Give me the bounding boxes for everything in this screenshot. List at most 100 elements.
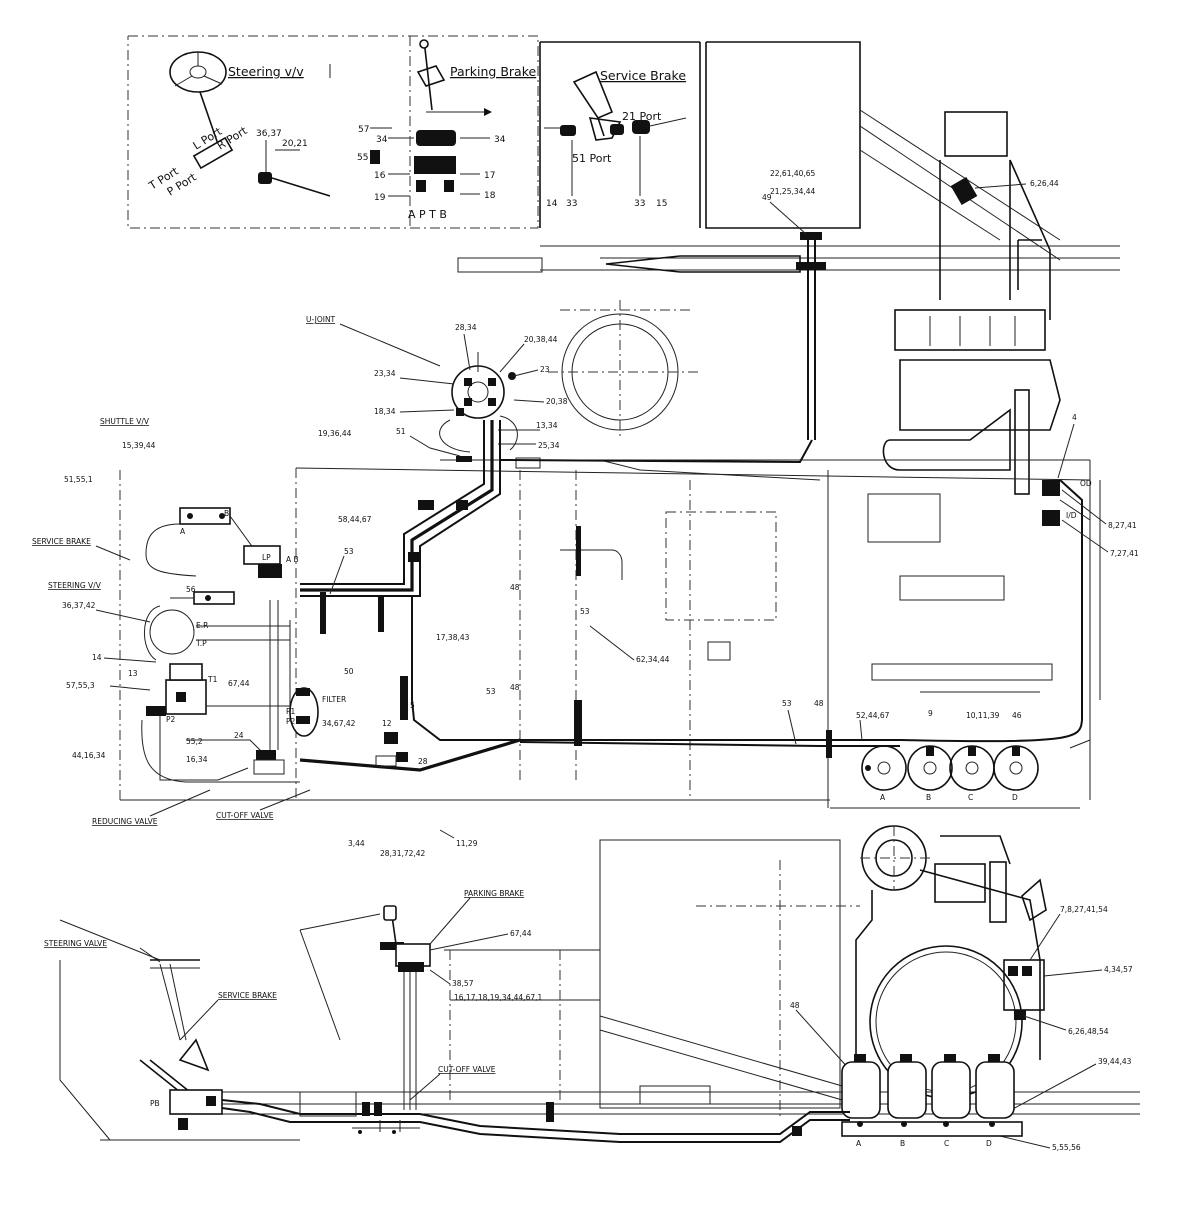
label-7-8-27-41-54: 7,8,27,41,54 — [1060, 905, 1108, 914]
box-note-2: 21,25,34,44 — [770, 187, 816, 196]
plan-view: 6,26,44 49 — [32, 109, 1139, 858]
label-48-b: 48 — [510, 683, 520, 692]
steering-wheel-icon — [169, 51, 227, 151]
label-34-right: 34 — [494, 135, 506, 145]
u-joint-label: U-JOINT — [306, 315, 336, 324]
label-28-34: 28,34 — [455, 323, 477, 332]
side-tank-d — [975, 1054, 1015, 1119]
side-label-67-44: 67,44 — [510, 929, 532, 938]
label-p2: P2 — [166, 715, 176, 724]
label-5: 5 — [410, 701, 415, 710]
label-15-39-44: 15,39,44 — [122, 441, 156, 450]
label-id: I/D — [1066, 511, 1077, 520]
label-53-c: 53 — [486, 687, 496, 696]
plan-tank-a — [861, 745, 907, 791]
label-18-34: 18,34 — [374, 407, 396, 416]
parking-brake-lever-icon — [416, 39, 492, 116]
shuttle-port-b: B — [224, 509, 229, 518]
side-tank-b-label: B — [900, 1139, 905, 1148]
side-tank-a-label: A — [856, 1139, 862, 1148]
label-44-16-34: 44,16,34 — [72, 751, 106, 760]
label-28-31-72-42: 28,31,72,42 — [380, 849, 426, 858]
label-19: 19 — [374, 193, 386, 203]
label-t1: T1 — [207, 675, 218, 684]
label-19-36-44: 19,36,44 — [318, 429, 352, 438]
port-21-label: 21 Port — [622, 110, 662, 123]
label-16: 16 — [374, 171, 386, 181]
label-11-29: 11,29 — [456, 839, 478, 848]
label-57-55-3: 57,55,3 — [66, 681, 95, 690]
label-od: OD — [1080, 479, 1092, 488]
label-4-34-57: 4,34,57 — [1104, 965, 1133, 974]
side-label-38-57: 38,57 — [452, 979, 474, 988]
plan-cutoff-valve-label: CUT-OFF VALVE — [216, 811, 274, 820]
label-33-left: 33 — [566, 199, 577, 209]
label-49-top: 49 — [762, 193, 772, 202]
label-51-55-1: 51,55,1 — [64, 475, 93, 484]
label-8-27-41: 8,27,41 — [1108, 521, 1137, 530]
plan-tank-a-label: A — [880, 793, 886, 802]
port-51-label: 51 Port — [572, 152, 612, 165]
label-pb: PB — [150, 1099, 160, 1108]
inset-service-brake-label: Service Brake — [600, 68, 686, 83]
label-51: 51 — [396, 427, 406, 436]
filter-icon — [289, 687, 319, 737]
lp-label: LP — [262, 553, 271, 562]
inset-parking-brake-label: Parking Brake — [450, 64, 536, 79]
label-57: 57 — [358, 125, 369, 135]
label-14: 14 — [546, 199, 558, 209]
label-9: 9 — [928, 709, 933, 718]
label-ab: A B — [286, 555, 299, 564]
turntable-circle — [548, 300, 700, 440]
shuttle-vv-label: SHUTTLE V/V — [100, 417, 150, 426]
filter-label: FILTER — [322, 695, 346, 704]
label-5-55-56: 5,55,56 — [1052, 1143, 1081, 1152]
label-13-left: 13 — [128, 669, 138, 678]
label-53-d: 53 — [782, 699, 792, 708]
label-p2b: P2 — [286, 717, 296, 726]
label-34-left: 34 — [376, 135, 388, 145]
r-port-label: R Port — [215, 124, 250, 153]
label-17-38-43: 17,38,43 — [436, 633, 470, 642]
label-6-26-48-54: 6,26,48,54 — [1068, 1027, 1109, 1036]
label-p1: P1 — [286, 707, 296, 716]
side-steering-valve-label: STEERING VALVE — [44, 939, 107, 948]
side-cutoff-valve-label: CUT-OFF VALVE — [438, 1065, 496, 1074]
label-53-a: 53 — [344, 547, 354, 556]
reducing-valve-label: REDUCING VALVE — [92, 817, 158, 826]
side-service-brake-label: SERVICE BRAKE — [218, 991, 277, 1000]
side-label-16-list: 16,17,18,19,34,44,67,1 — [454, 993, 542, 1002]
label-67-44: 67,44 — [228, 679, 250, 688]
label-25-34: 25,34 — [538, 441, 560, 450]
u-joint-assembly — [439, 352, 518, 453]
plan-tank-b-label: B — [926, 793, 931, 802]
label-55-2: 55,2 — [186, 737, 203, 746]
label-58-44-67: 58,44,67 — [338, 515, 372, 524]
label-18: 18 — [484, 191, 496, 201]
box-note-1: 22,61,40,65 — [770, 169, 816, 178]
plan-tank-d — [993, 745, 1039, 791]
side-label-48: 48 — [790, 1001, 800, 1010]
side-view: 7,8,27,41,54 4,34,57 6,26,48,54 39,44,43… — [44, 825, 1140, 1152]
label-55: 55 — [357, 153, 368, 163]
plan-tank-c-label: C — [968, 793, 973, 802]
label-17: 17 — [484, 171, 495, 181]
label-12: 12 — [382, 719, 392, 728]
service-brake-pedal-icon — [544, 70, 687, 141]
label-15: 15 — [656, 199, 667, 209]
label-20-38: 20,38 — [546, 397, 568, 406]
plan-tank-c — [949, 745, 995, 791]
side-tank-c-label: C — [944, 1139, 949, 1148]
plan-tank-d-label: D — [1012, 793, 1018, 802]
side-tank-a — [841, 1054, 881, 1119]
side-tank-d-label: D — [986, 1139, 992, 1148]
label-46: 46 — [1012, 711, 1022, 720]
label-36-37: 36,37 — [256, 129, 282, 139]
inset-panel: Steering v/v T Port L Port R Port P Port… — [127, 35, 861, 229]
side-tank-b — [887, 1054, 927, 1119]
label-20-21: 20,21 — [282, 139, 308, 149]
label-aptb: A P T B — [408, 208, 447, 221]
label-7-27-41: 7,27,41 — [1110, 549, 1139, 558]
label-23-34: 23,34 — [374, 369, 396, 378]
